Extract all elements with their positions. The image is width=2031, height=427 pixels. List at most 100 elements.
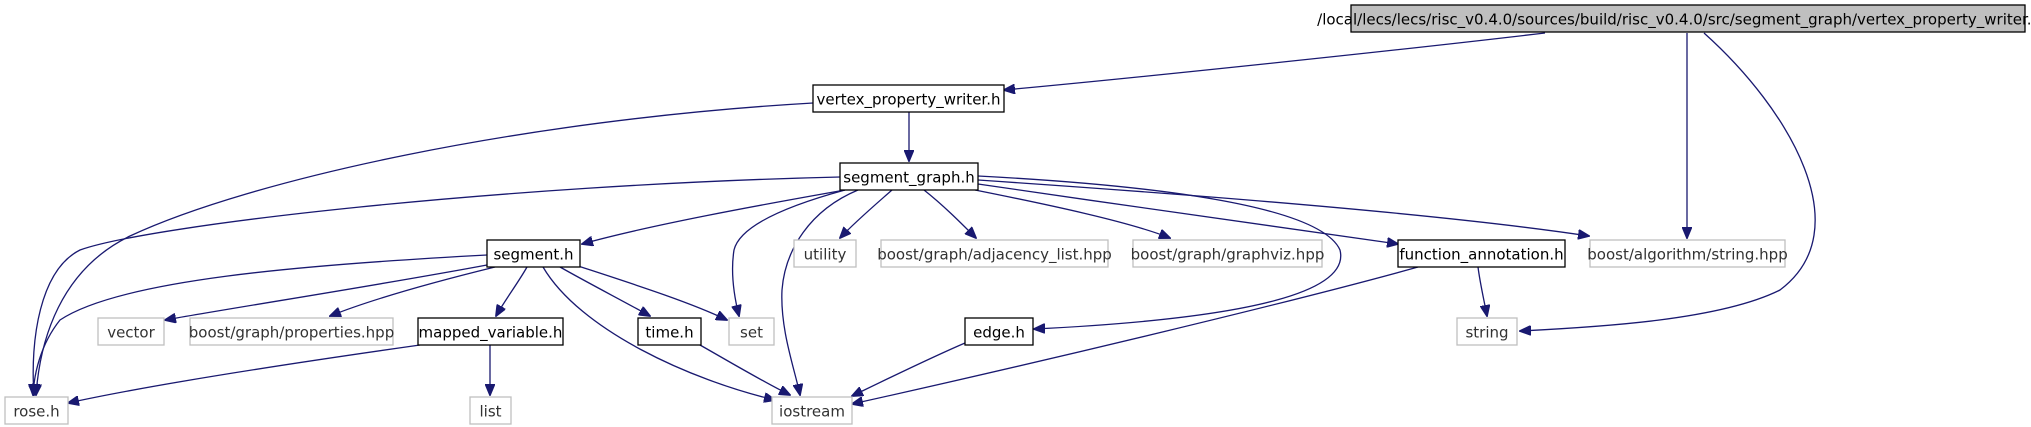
edge-arrow xyxy=(1477,266,1487,316)
edge-segment-h-to-time-h xyxy=(559,266,650,316)
edge-segment-graph-h-to-iostream xyxy=(781,189,859,395)
edge-arrow xyxy=(840,189,893,238)
node-graphviz: boost/graph/graphviz.hpp xyxy=(1131,239,1325,268)
node-time-h[interactable]: time.h xyxy=(637,317,702,346)
edge-arrow xyxy=(974,189,1170,238)
edge-arrow xyxy=(582,189,846,244)
node-segment-graph-h[interactable]: segment_graph.h xyxy=(839,162,979,191)
node-box xyxy=(1456,317,1518,346)
node-box xyxy=(4,396,69,425)
edge-function-annotation-h-to-iostream xyxy=(852,266,1419,404)
edge-function-annotation-h-to-string xyxy=(1477,266,1487,316)
node-label: string xyxy=(1465,324,1508,342)
node-label: vector xyxy=(107,324,155,342)
edge-arrow xyxy=(977,175,1342,329)
node-label: boost/graph/properties.hpp xyxy=(189,324,394,342)
edge-segment-h-to-rose-h xyxy=(33,254,488,395)
node-label: time.h xyxy=(645,324,693,342)
edge-arrow xyxy=(852,266,1419,404)
edge-arrow xyxy=(781,189,859,395)
edge-root-to-string xyxy=(1520,32,1816,331)
edge-segment-graph-h-to-adjacency-list xyxy=(923,189,976,238)
node-label: segment_graph.h xyxy=(843,169,974,188)
node-label: vertex_property_writer.h xyxy=(817,91,1001,110)
edge-mapped-variable-h-to-rose-h xyxy=(68,344,421,403)
edge-arrow xyxy=(330,266,496,316)
edge-arrow xyxy=(559,266,650,316)
node-rose-h: rose.h xyxy=(4,396,69,425)
edge-segment-graph-h-to-edge-h xyxy=(977,175,1342,329)
edge-arrow xyxy=(68,344,421,403)
node-label: edge.h xyxy=(973,324,1025,342)
node-mapped-variable-h[interactable]: mapped_variable.h xyxy=(417,317,564,346)
edge-segment-graph-h-to-rose-h xyxy=(33,176,841,395)
node-edge-h[interactable]: edge.h xyxy=(964,317,1034,346)
node-function-annotation-h[interactable]: function_annotation.h xyxy=(1397,239,1566,268)
node-box xyxy=(964,317,1034,346)
node-label: boost/graph/adjacency_list.hpp xyxy=(877,246,1112,265)
edges-layer xyxy=(33,32,1816,404)
node-utility: utility xyxy=(793,239,857,268)
edge-segment-graph-h-to-function-annotation-h xyxy=(977,183,1398,244)
node-label: utility xyxy=(804,246,847,264)
edge-segment-graph-h-to-segment-h xyxy=(582,189,846,244)
edge-vpw-h-to-rose-h xyxy=(36,102,814,395)
edge-segment-graph-h-to-boost-string xyxy=(977,179,1589,236)
node-box xyxy=(812,84,1005,113)
node-iostream: iostream xyxy=(771,396,853,425)
edge-segment-h-to-mapped-variable-h xyxy=(496,266,528,316)
edge-arrow xyxy=(542,266,775,400)
edge-segment-h-to-set xyxy=(574,264,727,320)
edge-arrow xyxy=(574,264,727,320)
node-box xyxy=(771,396,853,425)
node-label: boost/graph/graphviz.hpp xyxy=(1131,246,1325,264)
node-vpw-h[interactable]: vertex_property_writer.h xyxy=(812,84,1005,113)
node-label: iostream xyxy=(779,403,845,421)
node-label: mapped_variable.h xyxy=(419,324,563,343)
edge-arrow xyxy=(1520,32,1816,331)
node-string: string xyxy=(1456,317,1518,346)
edge-arrow xyxy=(1004,32,1546,90)
edge-arrow xyxy=(923,189,976,238)
node-set: set xyxy=(728,317,775,346)
edge-arrow xyxy=(36,102,814,395)
edge-arrow xyxy=(699,344,790,395)
node-box xyxy=(189,317,394,346)
edge-segment-graph-h-to-utility xyxy=(840,189,893,238)
edge-arrow xyxy=(977,183,1398,244)
edge-time-h-to-iostream xyxy=(699,344,790,395)
edge-arrow xyxy=(733,189,846,316)
node-segment-h[interactable]: segment.h xyxy=(486,239,581,268)
node-box xyxy=(1589,239,1786,268)
node-box xyxy=(97,317,165,346)
edge-segment-h-to-properties xyxy=(330,266,496,316)
node-root[interactable]: /local/lecs/lecs/risc_v0.4.0/sources/bui… xyxy=(1317,4,2031,33)
edge-arrow xyxy=(33,254,488,395)
node-box xyxy=(839,162,979,191)
node-box xyxy=(793,239,857,268)
node-label: list xyxy=(479,403,501,421)
node-label: rose.h xyxy=(13,403,59,421)
node-box xyxy=(637,317,702,346)
node-box xyxy=(417,317,564,346)
node-box xyxy=(728,317,775,346)
node-box xyxy=(486,239,581,268)
edge-segment-graph-h-to-set xyxy=(733,189,846,316)
node-label: segment.h xyxy=(493,246,573,264)
edge-segment-h-to-vector xyxy=(165,264,488,320)
node-box xyxy=(1350,4,2026,33)
node-label: /local/lecs/lecs/risc_v0.4.0/sources/bui… xyxy=(1317,11,2031,30)
node-label: set xyxy=(740,324,763,342)
edge-arrow xyxy=(977,179,1589,236)
edge-arrow xyxy=(852,342,966,396)
node-box xyxy=(1132,239,1323,268)
edge-segment-graph-h-to-graphviz xyxy=(974,189,1170,238)
edge-edge-h-to-iostream xyxy=(852,342,966,396)
edge-segment-h-to-iostream xyxy=(542,266,775,400)
node-box xyxy=(469,396,512,425)
edge-root-to-vpw-h xyxy=(1004,32,1546,90)
node-vector: vector xyxy=(97,317,165,346)
edge-arrow xyxy=(496,266,528,316)
node-boost-string: boost/algorithm/string.hpp xyxy=(1587,239,1788,268)
